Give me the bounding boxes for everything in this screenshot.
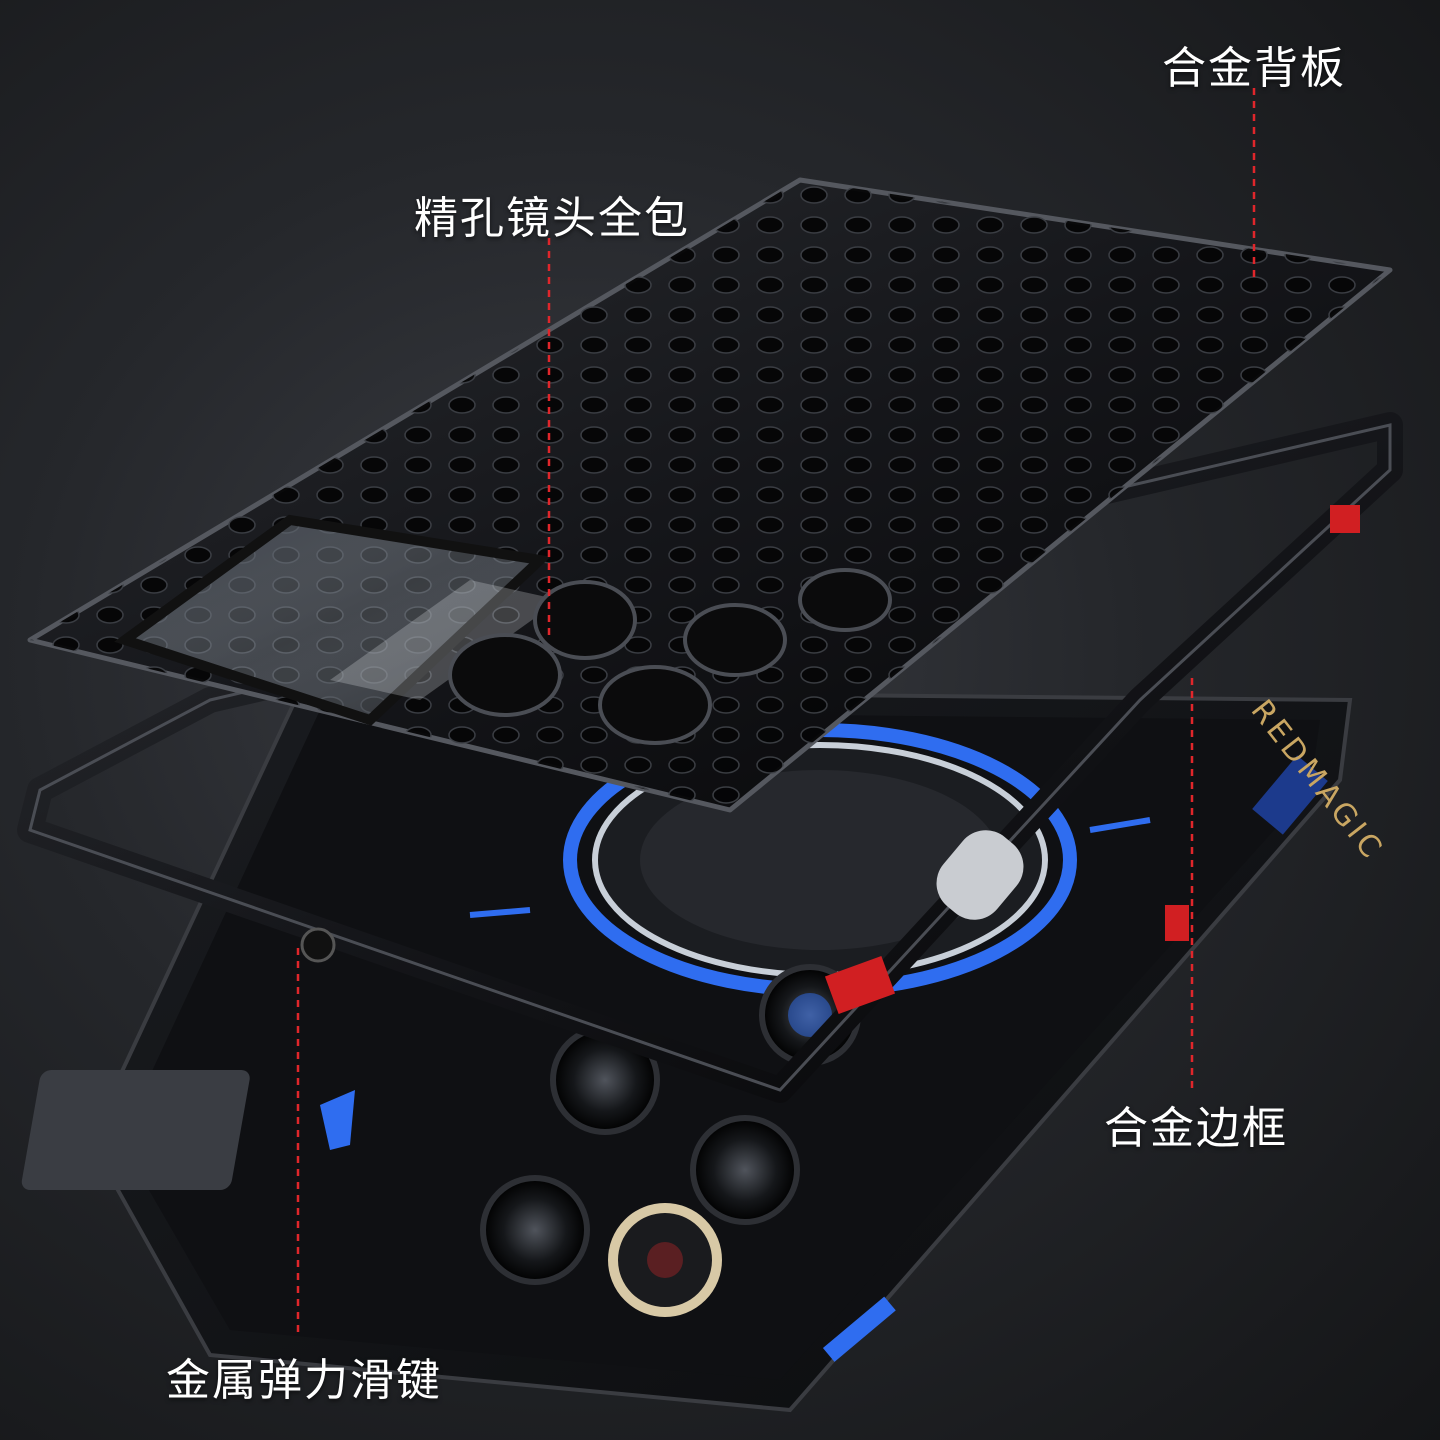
red-button-icon — [1165, 905, 1189, 941]
red-button-icon — [824, 955, 896, 1015]
red-button-icon — [1330, 505, 1360, 533]
callout-metal-slider-key: 金属弹力滑键 — [166, 1355, 442, 1406]
perforated-backplate-icon — [27, 177, 1393, 813]
slider-key-icon — [300, 927, 336, 963]
camera-lens-cutout-icon — [448, 568, 892, 745]
speaker-grille-icon — [936, 830, 1024, 920]
rear-camera-icon — [480, 964, 861, 1317]
chip-panel — [21, 1070, 250, 1190]
callout-alloy-backplate: 合金背板 — [1162, 43, 1346, 94]
camera-glass-window — [114, 514, 551, 726]
callout-alloy-frame: 合金边框 — [1104, 1103, 1288, 1154]
callout-lens-full-cover: 精孔镜头全包 — [414, 193, 690, 244]
brand-logo-icon — [320, 1090, 355, 1150]
